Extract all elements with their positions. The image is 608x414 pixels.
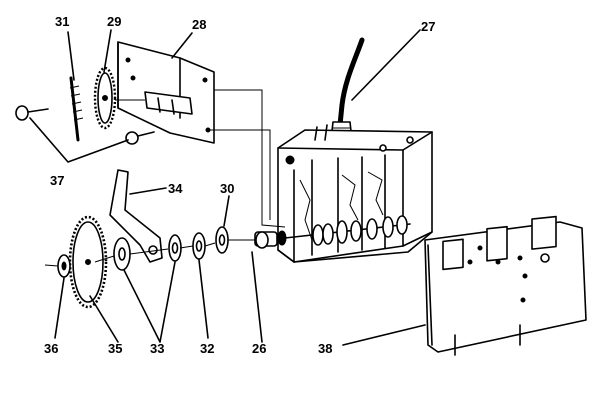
part-33-washers (113, 234, 182, 271)
part-27-power-cord (330, 37, 365, 141)
label-27: 27 (421, 19, 435, 34)
part-38-face-plate (424, 215, 587, 356)
label-26: 26 (252, 341, 266, 356)
label-37: 37 (50, 173, 64, 188)
label-31: 31 (55, 14, 69, 29)
part-28-mounting-bracket (117, 41, 215, 144)
part-37-screws (15, 105, 155, 145)
label-36: 36 (44, 341, 58, 356)
label-38: 38 (318, 341, 332, 356)
part-34-lever (109, 169, 163, 263)
part-29-gear (93, 66, 117, 130)
part-labels: 31 29 28 27 37 34 30 36 35 33 32 26 38 (44, 14, 435, 356)
alignment-lines (44, 89, 286, 267)
cam-shaft-assembly (284, 215, 411, 246)
part-26-bushing (254, 230, 287, 249)
part-32-washer (192, 232, 206, 260)
label-28: 28 (192, 17, 206, 32)
part-36-nut (57, 254, 71, 278)
label-34: 34 (168, 181, 183, 196)
part-31-screw (69, 76, 84, 142)
leader-lines (29, 29, 426, 346)
label-33: 33 (150, 341, 164, 356)
part-35-large-gear (68, 215, 108, 309)
label-29: 29 (107, 14, 121, 29)
part-30-washer (215, 226, 229, 254)
label-35: 35 (108, 341, 122, 356)
label-32: 32 (200, 341, 214, 356)
label-30: 30 (220, 181, 234, 196)
